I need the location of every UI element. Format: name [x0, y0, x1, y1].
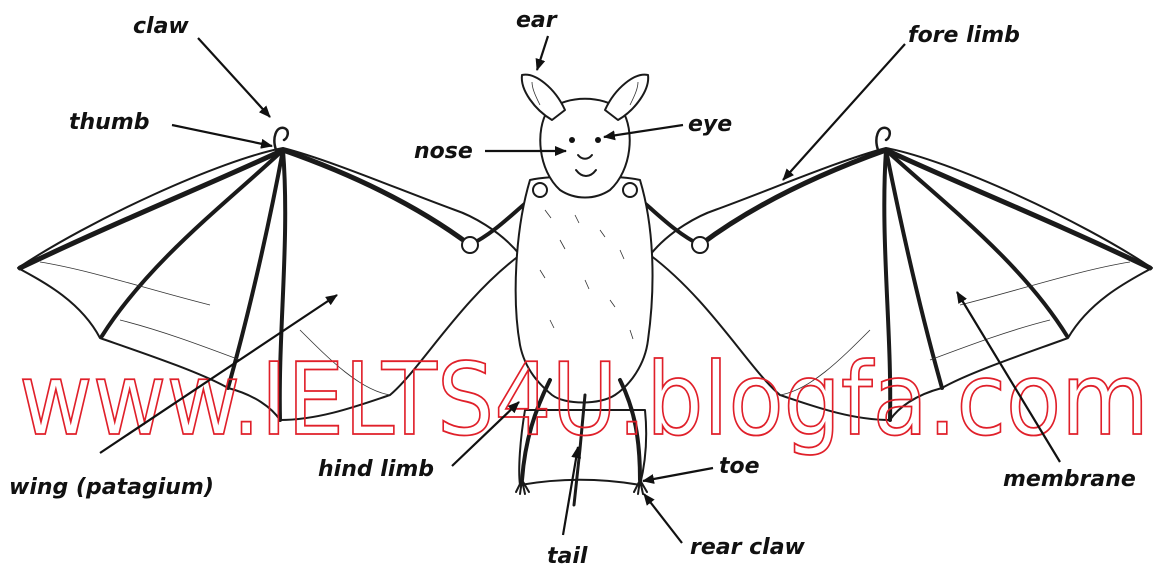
- label-claw: claw: [133, 14, 189, 39]
- rear-claw-arrow: [644, 494, 682, 543]
- label-thumb: thumb: [69, 110, 150, 135]
- watermark-text: www.IELTS4U.blogfa.com: [19, 341, 1149, 458]
- thumb-arrow: [172, 125, 272, 146]
- right-ear: [605, 75, 648, 120]
- label-nose: nose: [414, 139, 473, 164]
- label-ear: ear: [516, 8, 558, 33]
- label-fore-limb: fore limb: [908, 23, 1020, 48]
- right-wrist: [692, 237, 708, 253]
- right-thumb-claw: [876, 128, 889, 150]
- label-rear-claw: rear claw: [690, 535, 806, 560]
- toe-arrow: [643, 468, 713, 481]
- label-tail: tail: [547, 544, 588, 569]
- left-shoulder: [533, 183, 547, 197]
- claw-arrow: [198, 38, 270, 117]
- label-eye: eye: [688, 112, 732, 137]
- label-toe: toe: [719, 454, 760, 479]
- ear-arrow: [537, 36, 548, 70]
- left-wrist: [462, 237, 478, 253]
- left-eye: [569, 137, 575, 143]
- label-membrane: membrane: [1003, 467, 1136, 492]
- left-thumb-claw: [274, 128, 287, 150]
- right-eye: [595, 137, 601, 143]
- label-wing: wing (patagium): [9, 475, 214, 500]
- label-hind-limb: hind limb: [318, 457, 434, 482]
- right-shoulder: [623, 183, 637, 197]
- left-ear: [522, 75, 565, 120]
